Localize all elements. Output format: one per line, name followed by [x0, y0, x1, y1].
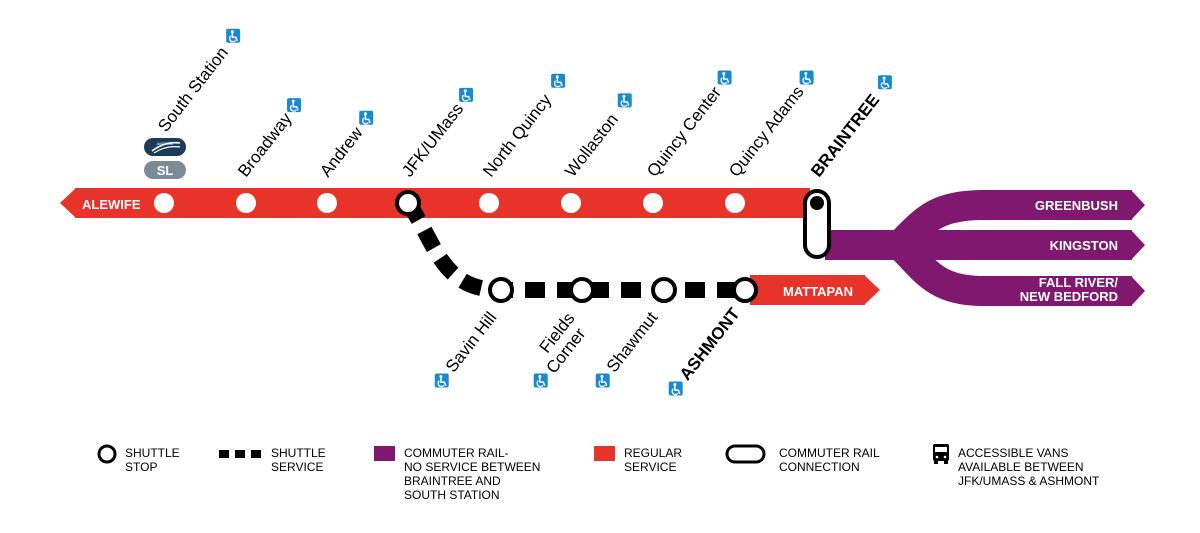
fall-river-arrowhead	[1131, 276, 1145, 306]
amtrak-text: AMTRAK	[157, 141, 174, 146]
fall-river-branch	[889, 234, 1132, 306]
mattapan-arrowhead	[864, 275, 880, 305]
quincy-center-label: Quincy Center	[643, 83, 725, 181]
legend-commuter-rail-swatch	[374, 446, 395, 461]
andrew-accessible-icon	[358, 109, 374, 126]
legend-connection-icon	[725, 444, 766, 464]
alewife-arrowhead	[60, 188, 76, 218]
north-quincy-accessible-icon	[550, 72, 566, 89]
shawmut-label: Shawmut	[603, 308, 662, 376]
amtrak-logo: AMTRAK	[144, 138, 186, 156]
legend-commuter-rail-line2: NO SERVICE BETWEEN	[404, 460, 540, 474]
quincy-adams-accessible-icon	[798, 69, 815, 86]
kingston-label: KINGSTON	[1050, 238, 1118, 253]
savin-hill-accessible-icon	[433, 372, 450, 389]
broadway-stop[interactable]	[236, 193, 256, 213]
braintree-stop[interactable]	[810, 196, 824, 210]
legend-vans-line1: ACCESSIBLE VANS	[958, 446, 1068, 460]
savin-hill-label: Savin Hill	[442, 308, 501, 376]
south-station-stop[interactable]	[154, 193, 174, 213]
fields-corner-shuttle-stop[interactable]	[569, 277, 595, 303]
shawmut-label-group: Shawmut	[594, 308, 662, 389]
shawmut-shuttle-stop[interactable]	[651, 277, 677, 303]
legend-shuttle-stop-line1: SHUTTLE	[125, 446, 180, 460]
andrew-label: Andrew	[316, 123, 367, 181]
red-line-trunk	[75, 188, 810, 218]
andrew-stop[interactable]	[317, 193, 337, 213]
broadway-accessible-icon	[286, 97, 302, 113]
legend-commuter-rail-line4: SOUTH STATION	[404, 488, 500, 502]
wollaston-stop[interactable]	[561, 193, 581, 213]
broadway-label: Broadway	[234, 109, 296, 181]
ashmont-shuttle-stop[interactable]	[732, 277, 758, 303]
alewife-label: ALEWIFE	[82, 197, 141, 212]
legend-connection-line2: CONNECTION	[779, 460, 860, 474]
jfk-accessible-icon	[458, 87, 474, 103]
quincy-adams-label: Quincy Adams	[725, 82, 807, 180]
legend-regular-service-swatch	[594, 446, 615, 461]
ashmont-label: ASHMONT	[676, 304, 744, 384]
wollaston-accessible-icon	[616, 92, 633, 109]
quincy-center-stop[interactable]	[643, 193, 663, 213]
north-quincy-label-group: North Quincy	[479, 72, 566, 180]
quincy-center-label-group: Quincy Center	[643, 69, 733, 181]
legend-vans-line2: AVAILABLE BETWEEN	[958, 460, 1084, 474]
legend-connection-line1: COMMUTER RAIL	[779, 446, 880, 460]
shawmut-accessible-icon	[594, 372, 611, 389]
braintree-rail-stop[interactable]	[812, 240, 822, 250]
jfk-shuttle-stop[interactable]	[395, 190, 421, 216]
fall-river-label-line1: FALL RIVER/	[1039, 275, 1119, 290]
legend-shuttle-stop-icon	[97, 444, 117, 464]
jfk-label-group: JFK/UMass	[398, 87, 474, 181]
legend-commuter-rail-line1: COMMUTER RAIL-	[404, 446, 509, 460]
mattapan-line	[750, 275, 865, 305]
legend-regular-service-line2: SERVICE	[624, 460, 676, 474]
wollaston-label-group: Wollaston	[561, 92, 633, 180]
savin-hill-label-group: Savin Hill	[433, 308, 501, 389]
legend-regular-service-line1: REGULAR	[624, 446, 682, 460]
greenbush-arrowhead	[1131, 190, 1145, 220]
fields-corner-label-group: Fields Corner	[532, 309, 590, 389]
south-station-accessible-icon	[225, 27, 241, 44]
quincy-adams-label-group: Quincy Adams	[725, 69, 815, 180]
braintree-accessible-icon	[877, 74, 893, 91]
ashmont-label-group: ASHMONT	[667, 304, 744, 397]
braintree-label: BRAINTREE	[807, 91, 883, 181]
van-icon	[933, 444, 949, 464]
quincy-center-accessible-icon	[716, 69, 733, 86]
legend-shuttle-stop-line2: STOP	[125, 460, 157, 474]
shuttle-service-path	[401, 198, 745, 298]
legend-commuter-rail-line3: BRAINTREE AND	[404, 474, 501, 488]
fields-corner-accessible-icon	[532, 372, 549, 389]
legend-shuttle-service-line1: SHUTTLE	[271, 446, 326, 460]
savin-hill-shuttle-stop[interactable]	[488, 277, 514, 303]
north-quincy-label: North Quincy	[479, 90, 555, 180]
south-station-label: South Station	[154, 43, 232, 135]
north-quincy-stop[interactable]	[479, 193, 499, 213]
braintree-label-group: BRAINTREE	[807, 74, 893, 181]
jfk-label: JFK/UMass	[398, 100, 467, 181]
greenbush-label: GREENBUSH	[1035, 198, 1118, 213]
quincy-adams-stop[interactable]	[725, 193, 745, 213]
ashmont-accessible-icon	[667, 380, 684, 397]
silver-line-text: SL	[157, 163, 174, 178]
andrew-label-group: Andrew	[316, 109, 374, 181]
kingston-arrowhead	[1131, 230, 1145, 260]
broadway-label-group: Broadway	[234, 97, 302, 181]
fall-river-label-line2: NEW BEDFORD	[1020, 289, 1118, 304]
commuter-rail-branches	[825, 190, 1145, 306]
legend-vans-line3: JFK/UMASS & ASHMONT	[958, 474, 1100, 488]
silver-line-badge: SL	[144, 161, 186, 179]
mattapan-label: MATTAPAN	[783, 284, 853, 299]
south-station-label-group: South Station	[154, 27, 241, 135]
legend: SHUTTLE STOP SHUTTLE SERVICE COMMUTER RA…	[97, 444, 1100, 502]
wollaston-label: Wollaston	[561, 110, 622, 180]
legend-shuttle-service-line2: SERVICE	[271, 460, 323, 474]
braintree-connection	[803, 189, 831, 259]
